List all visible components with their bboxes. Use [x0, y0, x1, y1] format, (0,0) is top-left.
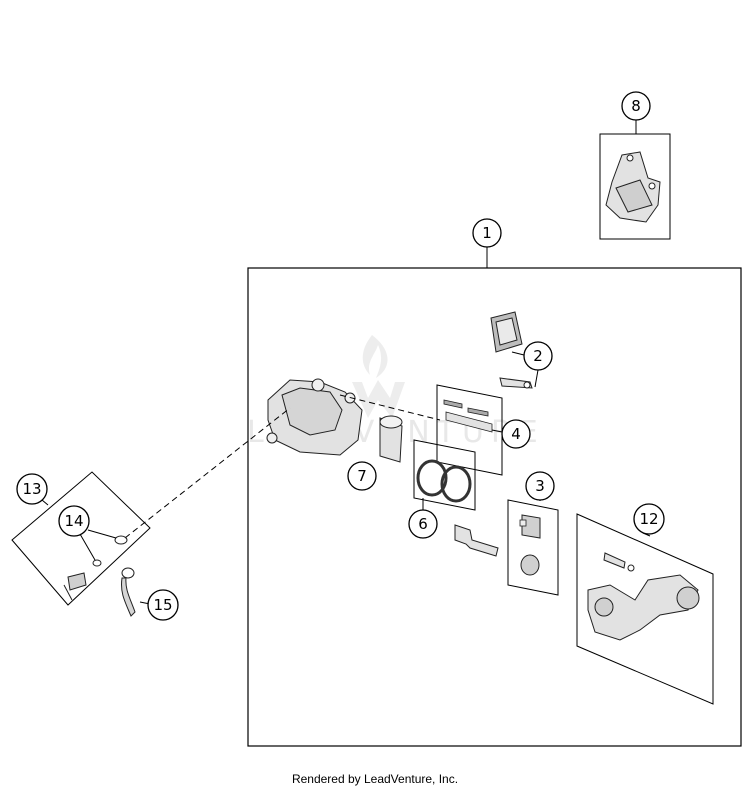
callout-12[interactable]: 12: [633, 503, 665, 535]
caliper-body-drawing: [266, 378, 363, 456]
callout-8[interactable]: 8: [621, 91, 651, 121]
callout-3[interactable]: 3: [525, 471, 555, 501]
caliper-bolt: [454, 524, 499, 557]
bleeder-valve: [63, 572, 87, 601]
svg-text:2: 2: [533, 347, 543, 365]
svg-text:12: 12: [639, 510, 658, 528]
callout-2[interactable]: 2: [523, 341, 553, 371]
part-7-drawing: [379, 415, 403, 463]
svg-text:7: 7: [357, 467, 367, 485]
callout-15[interactable]: 15: [147, 589, 179, 621]
part-4-drawing: [436, 384, 503, 476]
callout-6[interactable]: 6: [408, 509, 438, 539]
kit-frame-1: [247, 267, 742, 747]
svg-text:13: 13: [22, 480, 41, 498]
dashed-leader-caliper-to-kit: [124, 407, 291, 539]
callout-13[interactable]: 13: [16, 473, 48, 505]
part-12-drawing: [576, 513, 714, 705]
svg-text:6: 6: [418, 515, 428, 533]
footer-credit: Rendered by LeadVenture, Inc.: [291, 772, 459, 786]
part-8-drawing: [605, 151, 661, 223]
svg-text:8: 8: [631, 97, 641, 115]
part-2-drawing: [490, 311, 533, 389]
part-6-drawing: [413, 439, 476, 511]
svg-text:1: 1: [482, 224, 492, 242]
kit-frame-8: [599, 133, 671, 240]
callout-7[interactable]: 7: [347, 461, 377, 491]
part-15-drawing: [121, 567, 136, 617]
callout-1[interactable]: 1: [472, 218, 502, 248]
callout-4[interactable]: 4: [501, 419, 531, 449]
part-3-drawing: [507, 499, 559, 596]
svg-text:4: 4: [511, 425, 521, 443]
callout-14[interactable]: 14: [58, 505, 90, 537]
part-14-drawing: [92, 535, 128, 567]
svg-text:14: 14: [64, 512, 83, 530]
svg-text:3: 3: [535, 477, 545, 495]
dashed-leader-caliper-to-pins: [339, 394, 441, 421]
kit-frame-13: [11, 471, 151, 606]
svg-text:15: 15: [153, 596, 172, 614]
